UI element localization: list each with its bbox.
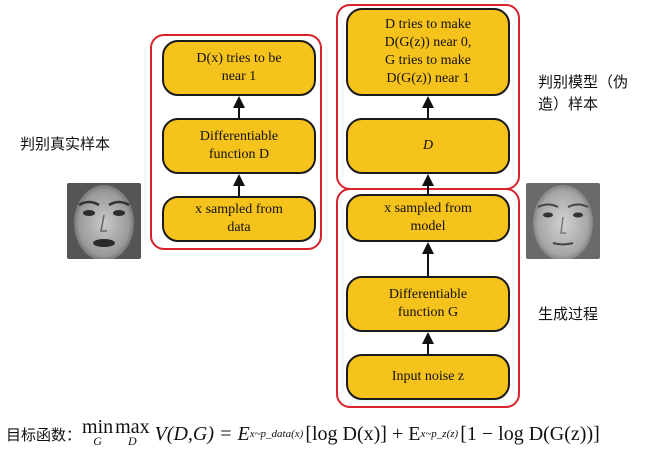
node-input-noise-z: Input noise z xyxy=(346,354,510,400)
face-photo-generated-icon xyxy=(526,183,600,259)
formula-max: max D xyxy=(115,416,150,448)
formula-min: min G xyxy=(82,416,114,448)
formula-expression: V(D,G) = E xyxy=(154,422,250,445)
node-differentiable-function-g: Differentiable function G xyxy=(346,276,510,332)
formula-sub1: x~p_data(x) xyxy=(249,428,304,440)
node-d: D xyxy=(346,118,510,174)
label-fake-sample-line1: 判别模型（伪 xyxy=(538,73,629,91)
node-x-sampled-from-data: x sampled from data xyxy=(162,196,316,242)
label-fake-sample-line2: 造）样本 xyxy=(538,95,599,113)
formula-sub2: x~p_z(z) xyxy=(420,428,459,440)
node-d-of-x-near-1: D(x) tries to be near 1 xyxy=(162,40,316,96)
label-real-sample: 判别真实样本 xyxy=(20,135,111,153)
node-differentiable-function-d: Differentiable function D xyxy=(162,118,316,174)
label-generation-process: 生成过程 xyxy=(538,305,599,323)
objective-formula: 目标函数： min G max D V(D,G) = E x~p_data(x)… xyxy=(6,414,668,454)
node-x-sampled-from-model: x sampled from model xyxy=(346,194,510,242)
formula-term2: [1 − log D(G(z))] xyxy=(460,422,600,445)
discriminator-real-group xyxy=(150,34,322,250)
node-d-tries-g-tries: D tries to make D(G(z)) near 0, G tries … xyxy=(346,8,510,96)
face-photo-real-icon xyxy=(67,183,141,259)
formula-label: 目标函数： xyxy=(6,425,82,444)
formula-term1: [log D(x)] + E xyxy=(305,422,421,445)
